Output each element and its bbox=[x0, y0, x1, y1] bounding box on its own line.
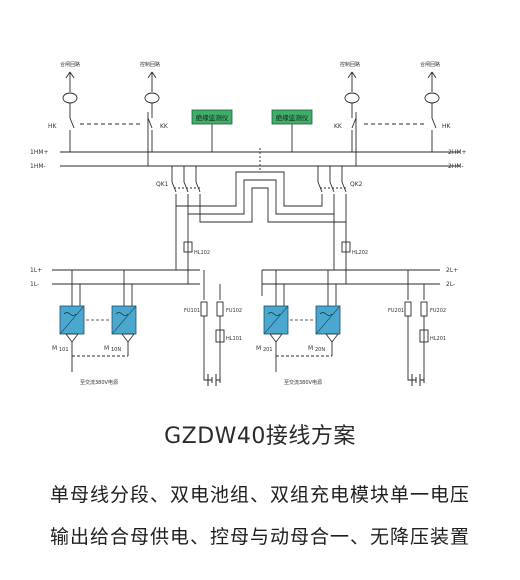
insulation-monitor-left-label: 绝缘监测仪 bbox=[196, 113, 229, 122]
qk2-switch bbox=[317, 166, 348, 193]
label-1hm-plus: 1HM+ bbox=[30, 149, 49, 156]
label-hk-left: HK bbox=[48, 123, 58, 130]
label-ac-right: 至交流380V电源 bbox=[284, 379, 322, 386]
label-tl-ctrl2: 控制回路 bbox=[140, 61, 160, 68]
label-hk-right: HK bbox=[442, 123, 452, 130]
charger-module-20n bbox=[315, 305, 341, 343]
scheme-title: GZDW40接线方案 bbox=[164, 424, 356, 449]
feeder-tl-2 bbox=[144, 71, 160, 166]
feeder-tl-1 bbox=[62, 71, 78, 152]
label-hl102: HL102 bbox=[194, 250, 210, 256]
label-ac-left: 至交流380V电源 bbox=[80, 379, 118, 386]
wiring-diagram: 绝缘监测仪 绝缘监测仪 合闸回路 控制回路 控制回路 合闸回路 HK HK KK… bbox=[30, 61, 467, 386]
scheme-subtitle-line2: 输出给合母供电、控母与动母合一、无降压装置 bbox=[49, 526, 470, 548]
label-tr-ctrl2: 控制回路 bbox=[340, 61, 360, 68]
label-2hm-plus: 2HM+ bbox=[448, 149, 467, 156]
label-2l-minus: 2L- bbox=[446, 281, 455, 288]
label-hl202: HL202 bbox=[352, 250, 368, 256]
feeder-tr-1 bbox=[344, 71, 360, 166]
label-fu101: FU101 bbox=[184, 308, 200, 314]
label-m10n: M bbox=[104, 345, 109, 352]
insulation-monitor-left bbox=[191, 109, 233, 125]
label-tr-ctrl: 合闸回路 bbox=[420, 61, 440, 68]
label-fu102: FU102 bbox=[226, 308, 242, 314]
label-kk-right: KK bbox=[334, 123, 343, 130]
feeder-tr-2 bbox=[424, 71, 440, 152]
label-qk1: QK1 bbox=[156, 181, 169, 188]
label-1l-plus: 1L+ bbox=[30, 267, 42, 274]
label-2l-plus: 2L+ bbox=[446, 267, 458, 274]
label-hl201: HL201 bbox=[430, 336, 446, 342]
label-hl101: HL101 bbox=[226, 336, 242, 342]
label-m201-sub: 201 bbox=[263, 347, 273, 353]
label-m101: M bbox=[52, 345, 57, 352]
insulation-monitor-right-label: 绝缘监测仪 bbox=[276, 113, 309, 122]
label-m10n-sub: 10N bbox=[111, 347, 121, 353]
charger-module-10n bbox=[111, 305, 137, 343]
label-fu202: FU202 bbox=[430, 308, 446, 314]
charger-module-201 bbox=[263, 305, 289, 343]
charger-module-101 bbox=[59, 305, 85, 343]
label-m201: M bbox=[256, 345, 261, 352]
label-2hm-minus: 2HM- bbox=[448, 163, 464, 170]
qk1-switch bbox=[171, 166, 202, 193]
label-tl-ctrl: 合闸回路 bbox=[60, 61, 80, 68]
label-m20n: M bbox=[308, 345, 313, 352]
label-m101-sub: 101 bbox=[59, 347, 69, 353]
label-1l-minus: 1L- bbox=[30, 281, 39, 288]
insulation-monitor-right bbox=[271, 109, 313, 125]
scheme-subtitle-line1: 单母线分段、双电池组、双组充电模块单一电压 bbox=[49, 484, 470, 506]
label-qk2: QK2 bbox=[350, 181, 363, 188]
label-1hm-minus: 1HM- bbox=[30, 163, 46, 170]
label-kk-left: KK bbox=[160, 123, 169, 130]
label-m20n-sub: 20N bbox=[315, 347, 325, 353]
label-fu201: FU201 bbox=[388, 308, 404, 314]
